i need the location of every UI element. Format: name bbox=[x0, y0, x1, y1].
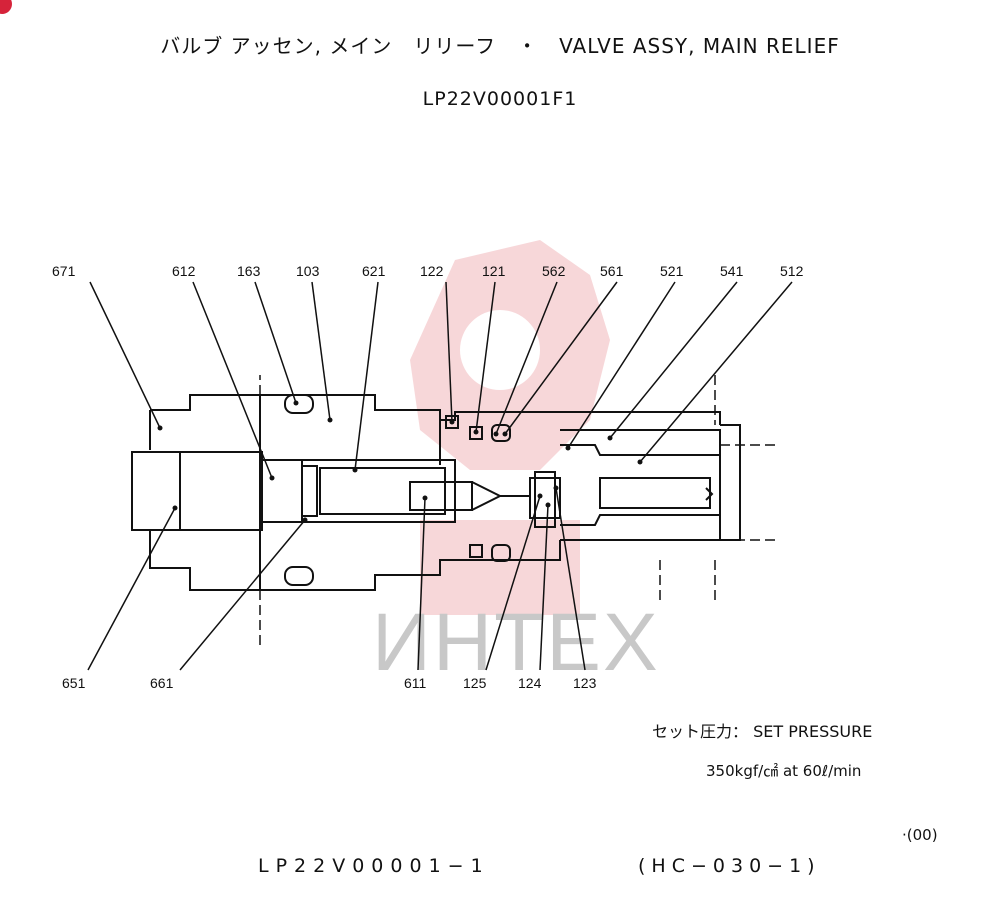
callout-661: 661 bbox=[150, 675, 174, 691]
revision-mark: ·(00) bbox=[902, 826, 938, 844]
callout-123: 123 bbox=[573, 675, 597, 691]
callout-labels: 671 612 163 103 621 122 121 562 561 521 … bbox=[52, 263, 804, 691]
callout-612: 612 bbox=[172, 263, 196, 279]
callout-621: 621 bbox=[362, 263, 386, 279]
leader-lines bbox=[87, 281, 793, 671]
callout-521: 521 bbox=[660, 263, 684, 279]
footer-reference: (HC−030−1) bbox=[638, 855, 821, 877]
footer-drawing-code: LP22V00001−1 bbox=[258, 855, 490, 877]
corner-mark bbox=[0, 0, 12, 14]
set-pressure-value: 350kgf/㎠ at 60ℓ/min bbox=[706, 762, 862, 780]
callout-103: 103 bbox=[296, 263, 320, 279]
callout-562: 562 bbox=[542, 263, 566, 279]
callout-671: 671 bbox=[52, 263, 76, 279]
drawing-title: バルブ アッセン, メイン リリーフ ・ VALVE ASSY, MAIN RE… bbox=[160, 34, 840, 58]
callout-124: 124 bbox=[518, 675, 542, 691]
callout-125: 125 bbox=[463, 675, 487, 691]
callout-611: 611 bbox=[404, 675, 427, 691]
part-number: LP22V00001F1 bbox=[422, 88, 578, 110]
callout-541: 541 bbox=[720, 263, 744, 279]
callout-122: 122 bbox=[420, 263, 444, 279]
callout-163: 163 bbox=[237, 263, 261, 279]
callout-561: 561 bbox=[600, 263, 624, 279]
set-pressure-label: セット圧力： SET PRESSURE bbox=[652, 722, 873, 741]
callout-512: 512 bbox=[780, 263, 804, 279]
callout-121: 121 bbox=[482, 263, 506, 279]
port-body-outline bbox=[259, 375, 775, 650]
callout-651: 651 bbox=[62, 675, 86, 691]
leader-dots bbox=[157, 400, 643, 523]
